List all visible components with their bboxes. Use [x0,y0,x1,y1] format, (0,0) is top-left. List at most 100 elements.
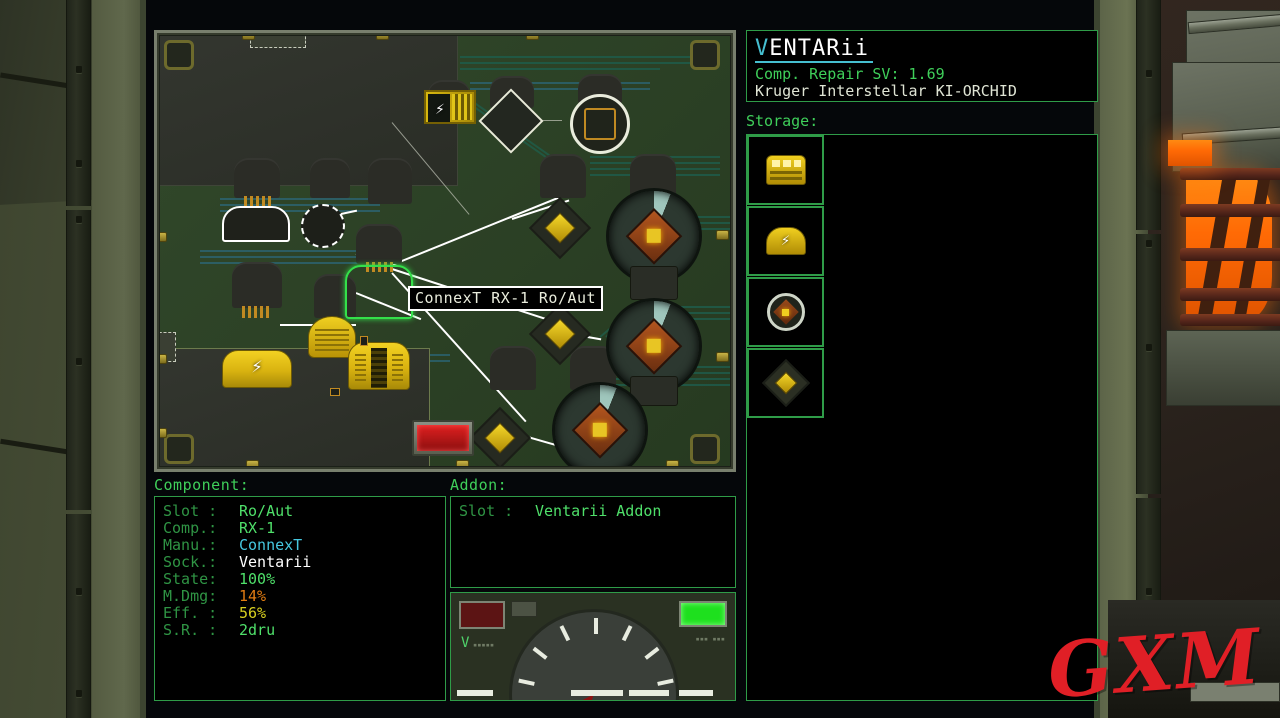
node-empty-ring[interactable] [570,94,630,154]
gauge-microtext: ▪▪▪ ▪▪▪ [695,635,725,643]
info-row-value: 14% [239,587,267,605]
rivet-strip [66,514,91,718]
console-frame: ⚡ [140,0,1100,718]
info-row: M.Dmg:14% [163,588,437,605]
gauge-bar [629,690,669,696]
reactor-bar [1180,168,1280,180]
node-empty-round[interactable] [301,204,345,248]
reactor-vent [1168,140,1212,166]
board-socket [234,158,280,198]
lightning-bolt-icon: ⚡ [251,355,263,378]
info-row: State: 100% [163,571,437,588]
node-diamond-1[interactable] [528,196,592,260]
info-row: Slot :Ro/Aut [163,503,437,520]
gauge-bar [571,690,623,696]
status-indicator-green [679,601,727,627]
reactor-bar [1180,248,1280,261]
socket-legs [242,306,269,318]
storage-slot-column: ⚡ [747,135,824,419]
info-row-value: 56% [239,604,267,622]
board-chip-small [360,336,368,346]
gauge-panel: V ▪▪▪▪▪ ▪▪▪ ▪▪▪ [450,592,736,701]
corner-mount [690,434,720,464]
info-row-value: Ventarii Addon [535,502,662,520]
storage-panel[interactable]: ⚡ [746,134,1098,701]
info-row: Slot : Ventarii Addon [459,503,727,520]
chip-module-icon [765,155,806,185]
status-indicator-red [459,601,505,629]
addon-panel-label: Addon: [450,476,508,494]
board-socket [314,274,356,318]
storage-slot-2[interactable]: ⚡ [747,206,824,276]
info-row-value: 100% [239,570,276,588]
info-row: S.R. : 2dru [163,622,437,639]
corner-mount [690,40,720,70]
info-row-value: Ventarii [239,553,312,571]
rivet-strip [66,210,91,510]
diamond-gem [544,318,576,350]
socket-legs [366,262,393,272]
engine-plate-lower [1166,330,1280,406]
addon-panel-box: Slot : Ventarii Addon [450,496,736,588]
node-chip-module[interactable] [308,316,356,358]
info-row-key: Slot : [459,502,514,520]
board-socket [232,262,282,308]
board-socket [490,346,536,390]
info-row: Sock.:Ventarii [163,554,437,571]
board-socket [310,158,350,198]
board-socket [540,154,586,198]
node-bolt-chip[interactable]: ⚡ [424,90,476,124]
info-row-key: State: [163,570,218,588]
node-power-module[interactable]: ⚡ [222,350,292,388]
red-led [417,425,469,451]
repair-sv-line: Comp. Repair SV: 1.69 [755,65,945,83]
board-panel-topleft [160,36,458,186]
storage-label: Storage: [746,112,819,130]
storage-slot-3[interactable] [747,277,824,347]
info-row: Manu.:ConnexT [163,537,437,554]
gear-mount [630,266,678,300]
gauge-dial [509,609,679,700]
manufacturer-line: Kruger Interstellar KI-ORCHID [755,82,1017,100]
console-screen: ⚡ [146,0,1098,718]
node-gear-3[interactable] [552,382,648,466]
component-header-panel: VENTARii Comp. Repair SV: 1.69 Kruger In… [746,30,1098,102]
info-row-value: 2dru [239,621,276,639]
node-empty-dome[interactable] [222,206,290,242]
board-socket-selected [356,224,402,264]
rivet-strip [1136,234,1161,494]
node-connext-rx1[interactable] [348,342,410,390]
floor-beam [1190,682,1280,702]
gauge-bar [679,690,713,696]
storage-slot-4[interactable] [747,348,824,418]
info-row-key: S.R. : [163,621,218,639]
circuit-board-frame: ⚡ [154,30,736,472]
corner-mount [164,40,194,70]
gear-core [646,228,662,244]
reactor-bar [1180,288,1280,301]
diamond-node-icon [761,358,810,408]
component-tooltip: ConnexT RX-1 Ro/Aut [408,286,604,311]
socket-legs [244,196,271,210]
gauge-warning-zone [512,612,594,700]
storage-slot-1[interactable] [747,135,824,205]
page-title: VENTARii [755,37,873,63]
info-row-value: Ro/Aut [239,502,294,520]
rivet-strip [66,0,91,206]
info-row: Eff. :56% [163,605,437,622]
gauge-microtext: ▪▪▪▪▪ [473,641,495,649]
circuit-board[interactable]: ⚡ [160,36,730,466]
gauge-bar [457,690,493,696]
info-row: Comp.:RX-1 [163,520,437,537]
title-rest: ENTARii [769,36,869,61]
lightning-bolt-icon: ⚡ [435,99,445,118]
info-row-value: ConnexT [239,536,303,554]
board-socket [368,158,412,204]
info-row-key: Comp.: [163,519,218,537]
node-diamond-3[interactable] [468,406,532,466]
board-chip-small [330,388,340,396]
